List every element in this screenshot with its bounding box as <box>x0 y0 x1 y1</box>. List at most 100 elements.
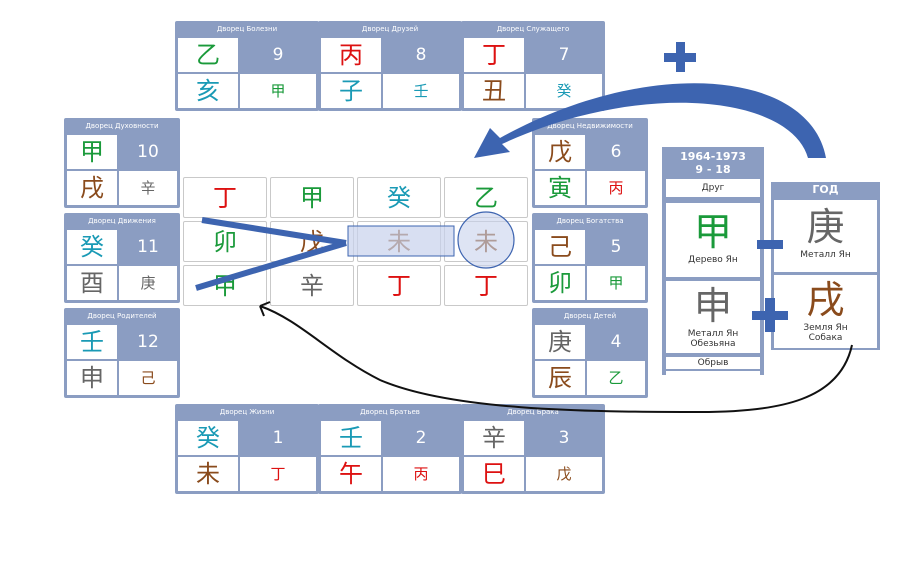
year-stem: 庚 <box>806 205 845 249</box>
luck-pillar-card: 1964-1973 9 - 18 Друг 甲 Дерево Ян 申 Мета… <box>662 147 764 375</box>
palace-number: 10 <box>119 135 177 169</box>
palace-title: Дворец Братьев <box>360 408 420 416</box>
palace-stem: 辛 <box>464 421 524 455</box>
curved-arrow <box>474 83 826 158</box>
grid-cell: 丁 <box>444 265 528 306</box>
palace-title: Дворец Богатства <box>556 217 624 225</box>
palace-realestate: Дворец Недвижимости 戊 6 寅 丙 <box>532 118 648 208</box>
palace-stem: 乙 <box>178 38 238 72</box>
palace-hidden-stem: 庚 <box>119 266 177 300</box>
palace-hidden-stem: 乙 <box>587 361 645 395</box>
palace-stem: 戊 <box>535 135 585 169</box>
palace-stem: 壬 <box>321 421 381 455</box>
palace-life: Дворец Жизни 癸 1 未 丁 <box>175 404 319 494</box>
minus-icon <box>757 240 783 249</box>
palace-number: 11 <box>119 230 177 264</box>
palace-number: 1 <box>240 421 316 455</box>
palace-title: Дворец Брака <box>507 408 559 416</box>
thin-arrow-head <box>259 301 271 317</box>
palace-siblings: Дворец Братьев 壬 2 午 丙 <box>318 404 462 494</box>
luck-branch: 申 <box>693 284 732 328</box>
luck-years: 1964-1973 <box>680 150 746 163</box>
grid-cell: 辛 <box>270 265 354 306</box>
palace-friends: Дворец Друзей 丙 8 子 壬 <box>318 21 462 111</box>
palace-marriage: Дворец Брака 辛 3 巳 戊 <box>461 404 605 494</box>
year-branch-label-1: Земля Ян <box>803 323 848 333</box>
palace-title: Дворец Родителей <box>87 312 157 320</box>
palace-title: Дворец Друзей <box>361 25 419 33</box>
palace-branch: 丑 <box>464 74 524 108</box>
grid-cell: 丁 <box>183 177 267 218</box>
luck-stem-box: 甲 Дерево Ян <box>666 203 760 277</box>
luck-role-text: Друг <box>701 183 725 193</box>
luck-footer: Обрыв <box>666 357 760 369</box>
palace-hidden-stem: 戊 <box>526 457 602 491</box>
luck-branch-box: 申 Металл Ян Обезьяна <box>666 281 760 353</box>
palace-number: 8 <box>383 38 459 72</box>
palace-hidden-stem: 壬 <box>383 74 459 108</box>
palace-stem: 甲 <box>67 135 117 169</box>
palace-title: Дворец Духовности <box>85 122 159 130</box>
palace-branch: 寅 <box>535 171 585 205</box>
luck-footer-text: Обрыв <box>697 358 729 368</box>
luck-ages: 9 - 18 <box>695 163 731 176</box>
palace-spirit: Дворец Духовности 甲 10 戌 辛 <box>64 118 180 208</box>
year-branch: 戌 <box>806 278 845 322</box>
palace-title: Дворец Жизни <box>219 408 275 416</box>
luck-stem-label: Дерево Ян <box>688 255 738 265</box>
palace-number: 4 <box>587 325 645 359</box>
palace-branch: 戌 <box>67 171 117 205</box>
year-stem-box: 庚 Металл Ян <box>774 200 877 272</box>
palace-hidden-stem: 甲 <box>587 266 645 300</box>
palace-hidden-stem: 丙 <box>587 171 645 205</box>
palace-branch: 午 <box>321 457 381 491</box>
palace-branch: 子 <box>321 74 381 108</box>
palace-stem: 壬 <box>67 325 117 359</box>
palace-stem: 癸 <box>178 421 238 455</box>
year-stem-label: Металл Ян <box>800 250 851 260</box>
luck-role: Друг <box>666 179 760 197</box>
palace-hidden-stem: 辛 <box>119 171 177 205</box>
palace-branch: 亥 <box>178 74 238 108</box>
palace-number: 2 <box>383 421 459 455</box>
palace-hidden-stem: 己 <box>119 361 177 395</box>
luck-branch-label-1: Металл Ян <box>687 329 739 339</box>
year-header: ГОД <box>812 183 839 196</box>
luck-stem: 甲 <box>693 210 732 254</box>
palace-number: 9 <box>240 38 316 72</box>
palace-hidden-stem: 丙 <box>383 457 459 491</box>
grid-cell: 癸 <box>357 177 441 218</box>
palace-movement: Дворец Движения 癸 11 酉 庚 <box>64 213 180 303</box>
palace-branch: 辰 <box>535 361 585 395</box>
grid-cell: 甲 <box>270 177 354 218</box>
palace-stem: 癸 <box>67 230 117 264</box>
year-branch-box: 戌 Земля Ян Собака <box>774 275 877 348</box>
grid-cell: 丁 <box>357 265 441 306</box>
palace-children: Дворец Детей 庚 4 辰 乙 <box>532 308 648 398</box>
palace-branch: 申 <box>67 361 117 395</box>
palace-stem: 丁 <box>464 38 524 72</box>
palace-title: Дворец Болезни <box>216 25 278 33</box>
palace-branch: 卯 <box>535 266 585 300</box>
year-card: ГОД 庚 Металл Ян 戌 Земля Ян Собака <box>771 182 880 350</box>
luck-branch-label-2: Обезьяна <box>690 339 736 349</box>
year-branch-label-2: Собака <box>808 333 843 343</box>
palace-number: 5 <box>587 230 645 264</box>
palace-stem: 庚 <box>535 325 585 359</box>
palace-branch: 未 <box>178 457 238 491</box>
luck-footer-extra <box>666 371 760 375</box>
palace-number: 6 <box>587 135 645 169</box>
highlight-box <box>347 225 455 257</box>
palace-title: Дворец Движения <box>88 217 156 225</box>
palace-hidden-stem: 丁 <box>240 457 316 491</box>
palace-number: 7 <box>526 38 602 72</box>
grid-cell: 乙 <box>444 177 528 218</box>
palace-wealth: Дворец Богатства 己 5 卯 甲 <box>532 213 648 303</box>
palace-branch: 酉 <box>67 266 117 300</box>
palace-number: 12 <box>119 325 177 359</box>
palace-branch: 巳 <box>464 457 524 491</box>
plus-icon-top <box>664 42 696 72</box>
palace-title: Дворец Недвижимости <box>547 122 633 130</box>
palace-stem: 己 <box>535 230 585 264</box>
